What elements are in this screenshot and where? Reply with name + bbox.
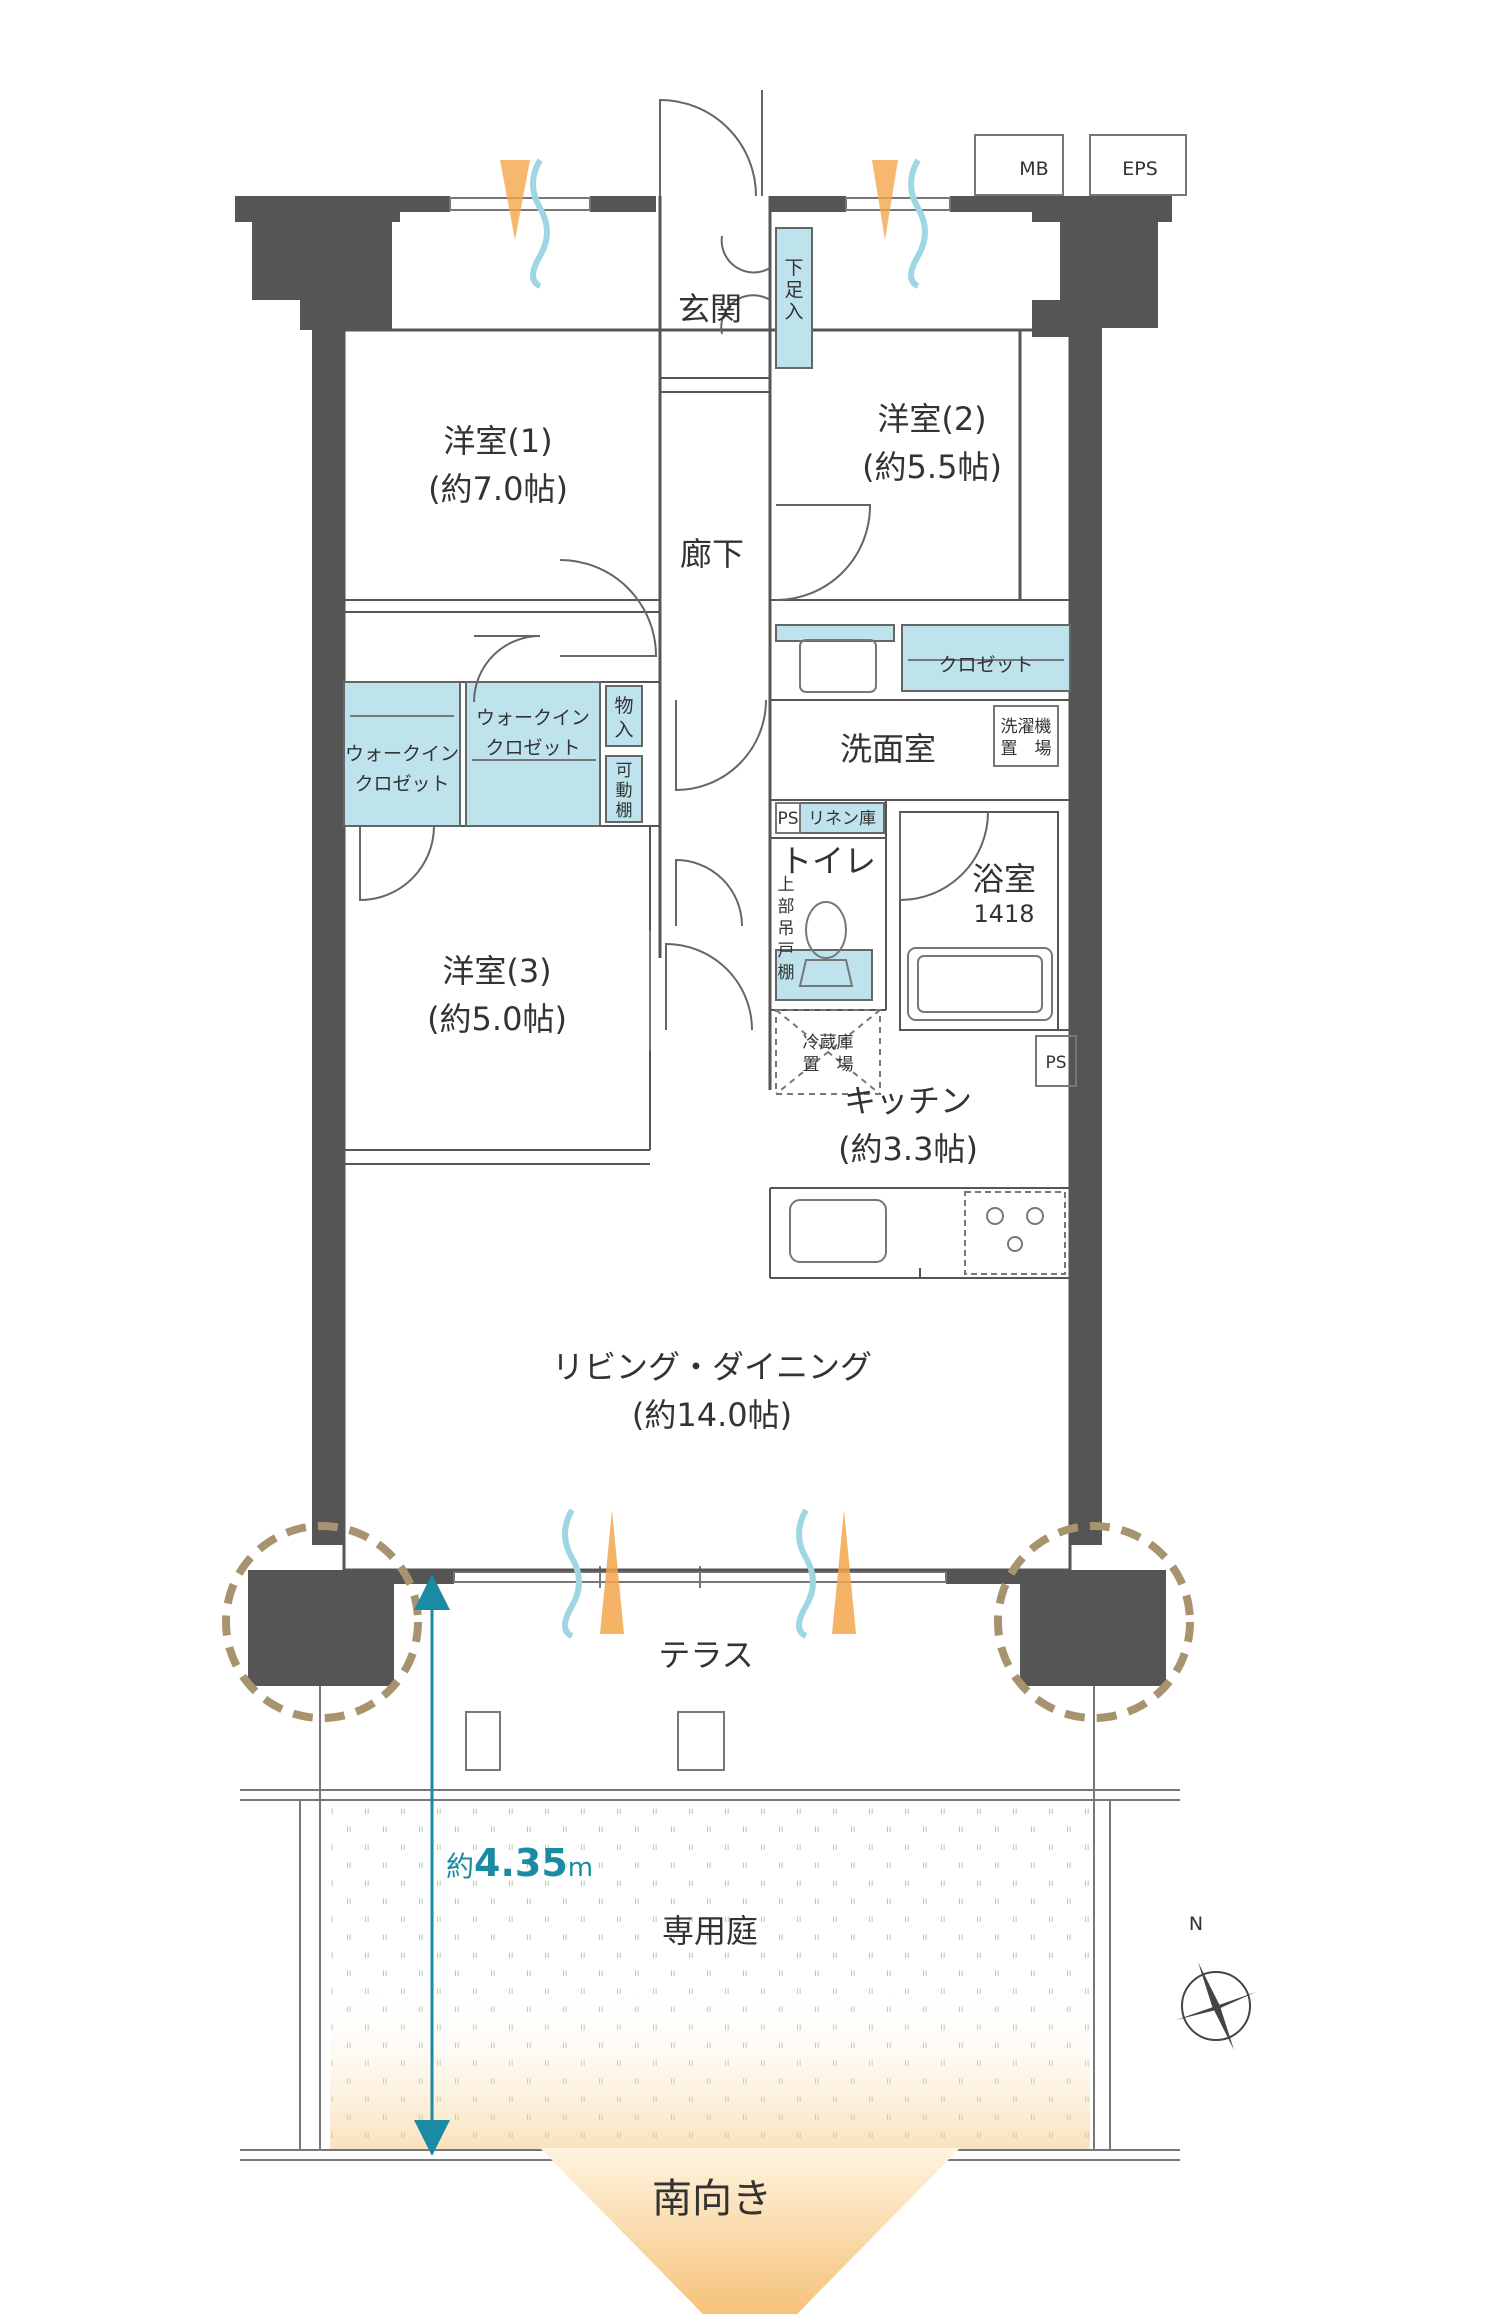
interior-walls (342, 196, 1072, 1572)
sink (789, 1199, 887, 1263)
structure-walls (235, 196, 1172, 1686)
bath-name: 浴室 (972, 860, 1036, 898)
room-labels: 玄関 下 足 入 洋室(1) (約7.0帖) 洋室(2) (約5.5帖) 廊下 … (345, 257, 1203, 2222)
bottom-wall-right (946, 1570, 1020, 1584)
ps-box-1 (775, 802, 801, 834)
mb-label: MB (1019, 158, 1048, 180)
terrace-step-left (465, 1711, 501, 1771)
eps-label: EPS (1122, 158, 1158, 180)
wic-b-line2: クロゼット (485, 737, 580, 759)
hallway-label: 廊下 (680, 535, 744, 573)
washer-label-2: 置 場 (1001, 739, 1052, 759)
closet-wash-upper (775, 624, 895, 642)
terrace-label: テラス (658, 1636, 753, 1674)
south-label: 南向き (652, 2176, 772, 2222)
toilet-label: トイレ (780, 842, 876, 880)
shoe-label-2: 足 (784, 279, 803, 301)
storage-label-2: 入 (614, 719, 633, 741)
living-size: (約14.0帖) (632, 1396, 792, 1434)
entrance-label: 玄関 (678, 290, 742, 328)
storage-label-1: 物 (614, 695, 633, 717)
room2-name: 洋室(2) (877, 400, 986, 438)
room2-size: (約5.5帖) (862, 448, 1002, 486)
top-wall-left (400, 196, 450, 212)
wind-icon-living-left (562, 1508, 582, 1639)
airflow-indicators (500, 158, 928, 1639)
column-bottom-left (248, 1570, 394, 1686)
toilet-bowl (805, 901, 847, 959)
linen-label: リネン庫 (808, 809, 876, 829)
fridge-label-2: 置 場 (803, 1055, 854, 1075)
column-ring-right (994, 1522, 1194, 1722)
sun-marker-top-right (872, 160, 898, 240)
closets (343, 227, 1071, 1001)
walkin-closet-b (465, 681, 601, 827)
terrace-step-right (677, 1711, 725, 1771)
room3-name: 洋室(3) (442, 952, 551, 990)
ps-label-2: PS (1045, 1053, 1066, 1073)
south-arrow (540, 2148, 960, 2314)
fixtures (775, 639, 1077, 1275)
shelf-label-1: 可 (616, 761, 633, 781)
shoe-label-3: 入 (784, 301, 803, 323)
column-bottom-right (1020, 1570, 1166, 1686)
garden-label: 専用庭 (662, 1912, 758, 1950)
ps-box-2 (1035, 1035, 1077, 1087)
kitchen-name: キッチン (844, 1082, 972, 1120)
sunlight-gradient (330, 1980, 1090, 2150)
top-wall-mid-left (590, 196, 656, 212)
living-name: リビング・ダイニング (552, 1348, 872, 1386)
wind-icon-living-right (796, 1508, 816, 1639)
wic-a-line1: ウォークイン (345, 743, 459, 765)
closet-label: クロゼット (938, 654, 1033, 676)
linen-closet (799, 802, 885, 834)
washer-box (993, 705, 1059, 767)
upper-shelf-3: 吊 (778, 919, 795, 939)
dimension-label: 約4.35m (446, 1841, 593, 1885)
fridge-label-1: 冷蔵庫 (803, 1033, 854, 1053)
column-top-right (1032, 196, 1172, 1545)
wic-a-line2: クロゼット (354, 773, 449, 795)
doors (359, 90, 989, 1031)
shoe-label-1: 下 (784, 257, 803, 279)
window-room2 (845, 197, 951, 211)
closet-room2 (901, 624, 1071, 692)
storage-closet (605, 685, 643, 747)
compass-icon (1176, 1962, 1256, 2050)
upper-shelf-1: 上 (778, 875, 795, 895)
washroom-label: 洗面室 (840, 730, 936, 768)
shelf-label-3: 棚 (616, 801, 633, 821)
shelf-label-2: 動 (616, 781, 633, 801)
wic-b-line1: ウォークイン (476, 707, 590, 729)
column-top-left (235, 196, 400, 1545)
upper-shelf-4: 戸 (778, 941, 795, 961)
sun-marker-top-left (500, 160, 530, 240)
room3-size: (約5.0帖) (427, 1000, 567, 1038)
stove (964, 1191, 1066, 1275)
upper-shelf-2: 部 (778, 897, 795, 917)
north-label: N (1189, 1913, 1203, 1935)
ps-label-1: PS (777, 809, 798, 829)
movable-shelf (605, 755, 643, 823)
room1-name: 洋室(1) (443, 422, 552, 460)
wash-basin (799, 639, 877, 693)
fridge-box (775, 1009, 881, 1095)
shoe-closet (775, 227, 813, 369)
mb-eps-boxes: MB EPS (974, 134, 1187, 196)
wind-icon-top-left (530, 158, 550, 289)
room1-size: (約7.0帖) (428, 470, 568, 508)
wind-icon-top-right (908, 158, 928, 289)
bath-size: 1418 (973, 900, 1034, 928)
sun-marker-living-right (832, 1510, 856, 1634)
upper-shelf-5: 棚 (778, 963, 795, 983)
walkin-closet-a (343, 681, 461, 827)
top-wall-mid-right (770, 196, 846, 212)
washer-label-1: 洗濯機 (1001, 717, 1052, 737)
terrace-garden (240, 1686, 1180, 2161)
kitchen-size: (約3.3帖) (838, 1130, 978, 1168)
top-wall-right (950, 196, 1032, 212)
sun-marker-living-left (600, 1510, 624, 1634)
bathtub (907, 947, 1053, 1021)
